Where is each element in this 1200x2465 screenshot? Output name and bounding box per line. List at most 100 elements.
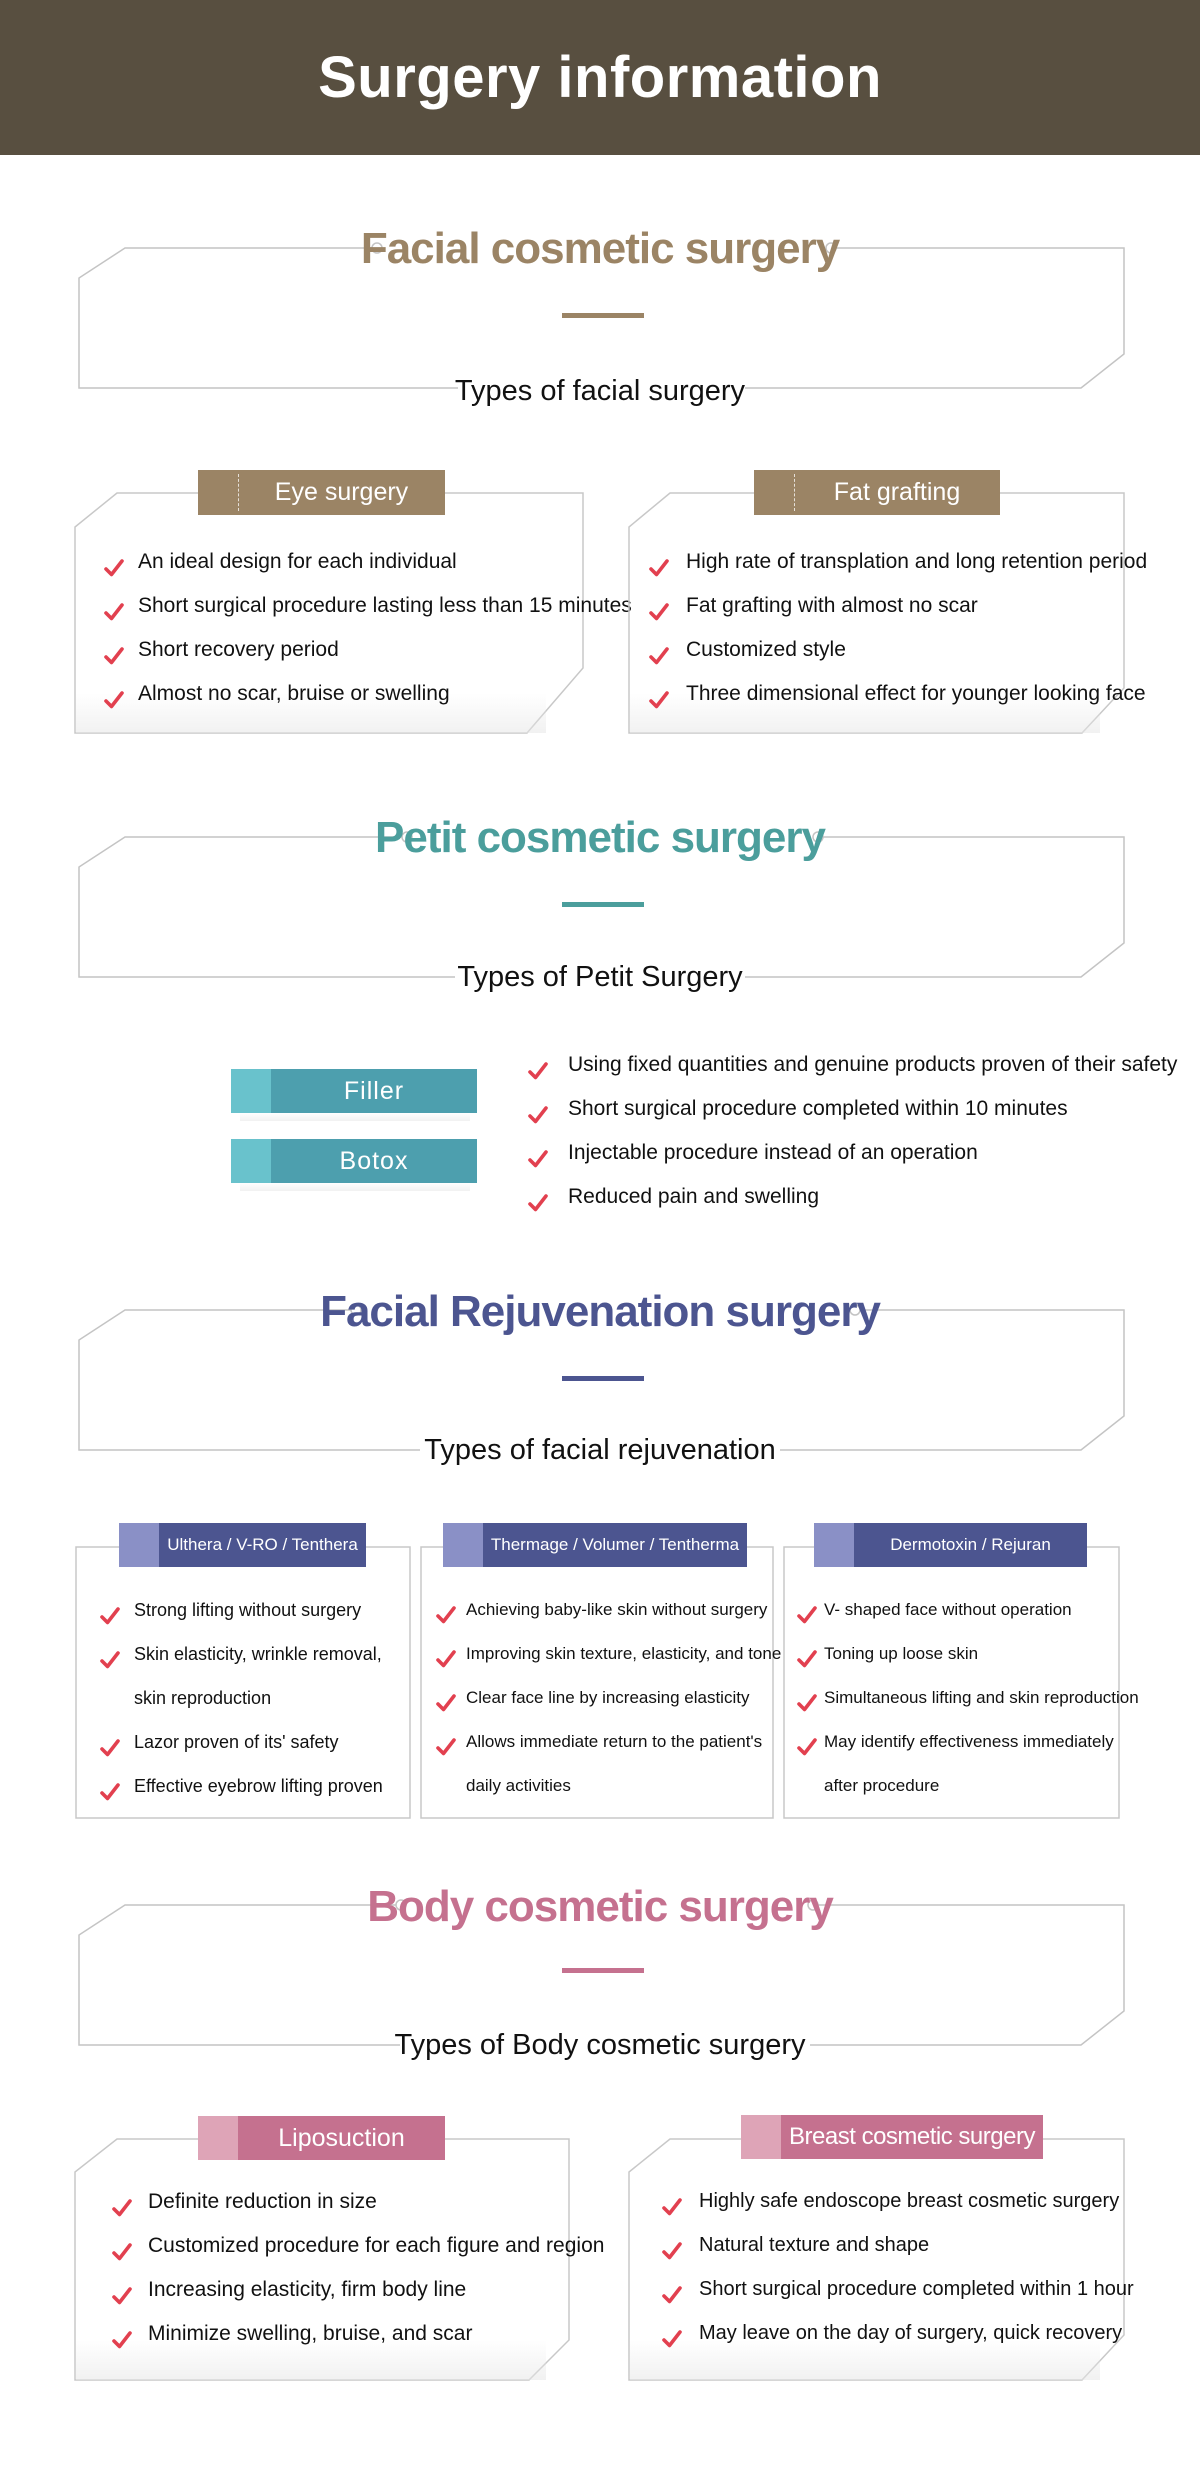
checkmark-icon [436,1598,456,1624]
list-item: Improving skin texture, elasticity, and … [436,1632,781,1676]
checkmark-icon [436,1686,456,1712]
checkmark-icon [100,1774,120,1801]
list-item: Short surgical procedure lasting less th… [104,584,632,628]
list-item: Fat grafting with almost no scar [649,584,1147,628]
filler-button-shadow [240,1113,470,1121]
list-item: Increasing elasticity, firm body line [112,2268,604,2312]
checkmark-icon [112,2322,132,2349]
thermage-list: Achieving baby-like skin without surgery… [436,1588,781,1808]
dermotoxin-list: V- shaped face without operation Toning … [797,1588,1139,1808]
list-item: Natural texture and shape [662,2223,1134,2267]
list-item: V- shaped face without operation [797,1588,1139,1632]
list-item: Injectable procedure instead of an opera… [528,1131,1177,1175]
breast-surgery-tab[interactable]: Breast cosmetic surgery [741,2115,1043,2159]
checkmark-icon [112,2190,132,2217]
list-item: daily activities [466,1776,571,1795]
petit-list: Using fixed quantities and genuine produ… [528,1043,1177,1219]
filler-button[interactable]: Filler [231,1069,477,1113]
list-item: Short recovery period [104,628,632,672]
list-item: Simultaneous lifting and skin reproducti… [797,1676,1139,1720]
eye-surgery-tab-label: Eye surgery [274,478,409,506]
checkmark-icon [662,2233,682,2260]
facial-section-subtitle: Types of facial surgery [454,375,746,407]
checkmark-icon [436,1730,456,1756]
list-item: High rate of transplation and long reten… [649,540,1147,584]
botox-button[interactable]: Botox [231,1139,477,1183]
rejuvenation-section-title: Facial Rejuvenation surgery [320,1287,881,1336]
checkmark-icon [528,1097,548,1124]
checkmark-icon [649,550,669,577]
list-item: Allows immediate return to the patient's [436,1720,781,1764]
rejuvenation-section-subtitle: Types of facial rejuvenation [424,1434,776,1466]
botox-button-label: Botox [339,1146,409,1175]
checkmark-icon [649,682,669,709]
page-title: Surgery information [318,45,882,110]
checkmark-icon [436,1642,456,1668]
checkmark-icon [528,1185,548,1212]
list-item: May identify effectiveness immediately [797,1720,1139,1764]
filler-button-label: Filler [343,1076,405,1105]
list-item: Using fixed quantities and genuine produ… [528,1043,1177,1087]
list-item: Achieving baby-like skin without surgery [436,1588,781,1632]
list-item: after procedure [824,1776,940,1795]
list-item: Definite reduction in size [112,2180,604,2224]
petit-section-title: Petit cosmetic surgery [375,813,826,862]
checkmark-icon [112,2234,132,2261]
checkmark-icon [100,1730,120,1757]
eye-surgery-tab[interactable]: Eye surgery [198,470,445,515]
breast-surgery-card-shade [630,2340,1100,2380]
dermotoxin-tab-label: Dermotoxin / Rejuran [890,1535,1051,1554]
checkmark-icon [662,2277,682,2304]
list-item: Lazor proven of its' safety [100,1720,383,1764]
botox-button-shadow [240,1183,470,1191]
checkmark-icon [662,2321,682,2348]
checkmark-icon [104,550,124,577]
ulthera-tab[interactable]: Ulthera / V-RO / Tenthera [119,1523,366,1567]
thermage-tab-label: Thermage / Volumer / Tentherma [490,1535,740,1554]
checkmark-icon [797,1642,817,1668]
fat-grafting-tab[interactable]: Fat grafting [754,470,1000,515]
list-item: Skin elasticity, wrinkle removal, [100,1632,383,1676]
checkmark-icon [104,594,124,621]
list-item: Effective eyebrow lifting proven [100,1764,383,1808]
checkmark-icon [104,682,124,709]
checkmark-icon [112,2278,132,2305]
liposuction-card-shade [76,2340,546,2380]
list-item: Reduced pain and swelling [528,1175,1177,1219]
petit-section-subtitle: Types of Petit Surgery [457,961,743,993]
ulthera-tab-label: Ulthera / V-RO / Tenthera [167,1535,358,1554]
list-item: Three dimensional effect for younger loo… [649,672,1147,716]
list-item: Almost no scar, bruise or swelling [104,672,632,716]
liposuction-tab[interactable]: Liposuction [198,2116,445,2160]
fat-grafting-list: High rate of transplation and long reten… [649,540,1147,716]
list-item: Clear face line by increasing elasticity [436,1676,781,1720]
list-item: Highly safe endoscope breast cosmetic su… [662,2179,1134,2223]
dermotoxin-tab[interactable]: Dermotoxin / Rejuran [814,1523,1087,1567]
list-item: Strong lifting without surgery [100,1588,383,1632]
checkmark-icon [662,2189,682,2216]
thermage-tab[interactable]: Thermage / Volumer / Tentherma [443,1523,747,1567]
fat-grafting-card-shade [630,693,1100,733]
checkmark-icon [104,638,124,665]
list-item: skin reproduction [134,1688,272,1708]
page-header: Surgery information [0,0,1200,155]
list-item: Short surgical procedure completed withi… [528,1087,1177,1131]
checkmark-icon [100,1642,120,1669]
fat-grafting-tab-label: Fat grafting [833,478,961,506]
checkmark-icon [797,1598,817,1624]
checkmark-icon [797,1730,817,1756]
liposuction-tab-label: Liposuction [278,2123,405,2152]
breast-surgery-tab-label: Breast cosmetic surgery [789,2123,1035,2150]
list-item: Customized procedure for each figure and… [112,2224,604,2268]
